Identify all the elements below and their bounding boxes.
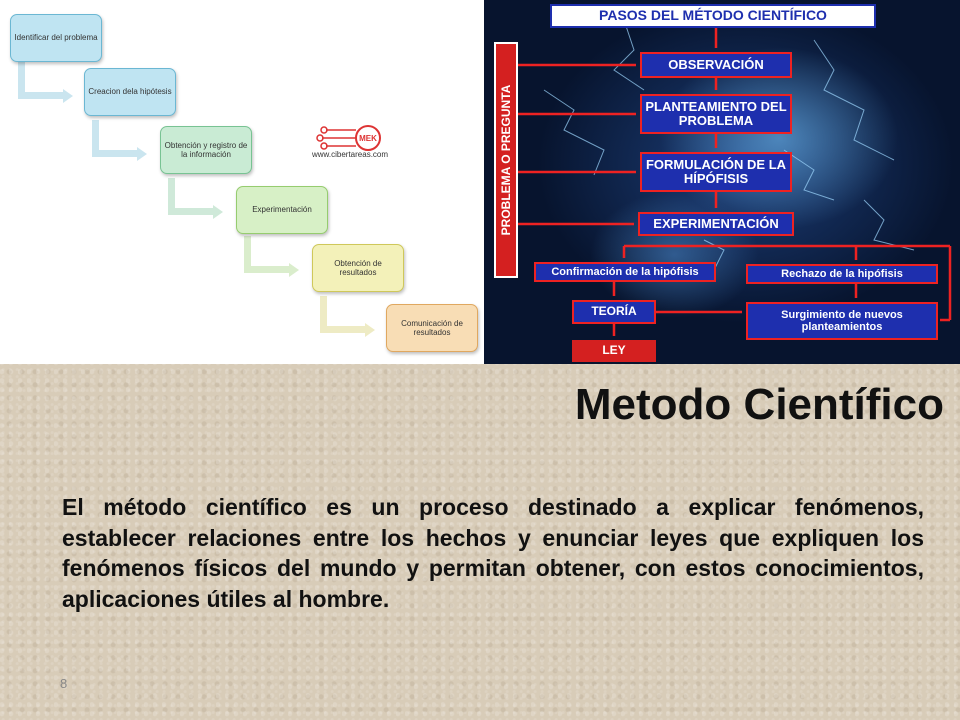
step-rechazo: Rechazo de la hipófisis [746, 264, 938, 284]
flow-step-identify: Identificar del problema [10, 14, 102, 62]
flow-arrow [168, 178, 223, 219]
step-observacion: OBSERVACIÓN [640, 52, 792, 78]
flow-step-results: Obtención de resultados [312, 244, 404, 292]
flow-arrow [92, 120, 147, 161]
brain-title: PASOS DEL MÉTODO CIENTÍFICO [550, 4, 876, 28]
flowchart-image: Identificar del problema Creacion dela h… [0, 0, 484, 364]
flow-step-communication: Comunicación de resultados [386, 304, 478, 352]
logo-url: www.cibertareas.com [312, 150, 389, 159]
brain-diagram-image: PASOS DEL MÉTODO CIENTÍFICO PROBLEMA O P… [484, 0, 960, 364]
step-teoria: TEORÍA [572, 300, 656, 324]
page-number: 8 [60, 676, 68, 691]
step-surgimiento: Surgimiento de nuevos planteamientos [746, 302, 938, 340]
step-formulacion: FORMULACIÓN DE LA HÍPÓFISIS [640, 152, 792, 192]
cibertareas-logo-icon: MEK [316, 125, 381, 151]
flow-step-data-collection: Obtención y registro de la información [160, 126, 252, 174]
step-experimentacion: EXPERIMENTACIÓN [638, 212, 794, 236]
slide-title: Metodo Científico [574, 380, 944, 429]
logo-text: MEK [359, 134, 377, 143]
step-confirmacion: Confirmación de la hipófisis [534, 262, 716, 282]
flow-arrow [18, 62, 73, 103]
brain-lightning-and-arrows [518, 19, 952, 336]
flow-step-hypothesis: Creacion dela hipótesis [84, 68, 176, 116]
side-label-box: PROBLEMA O PREGUNTA [494, 42, 518, 278]
side-label: PROBLEMA O PREGUNTA [499, 84, 513, 236]
step-ley: LEY [572, 340, 656, 362]
flow-arrow [244, 236, 299, 277]
flow-step-experimentation: Experimentación [236, 186, 328, 234]
step-planteamiento: PLANTEAMIENTO DEL PROBLEMA [640, 94, 792, 134]
slide-body-text: El método científico es un proceso desti… [62, 494, 924, 612]
flow-arrow [320, 296, 375, 337]
